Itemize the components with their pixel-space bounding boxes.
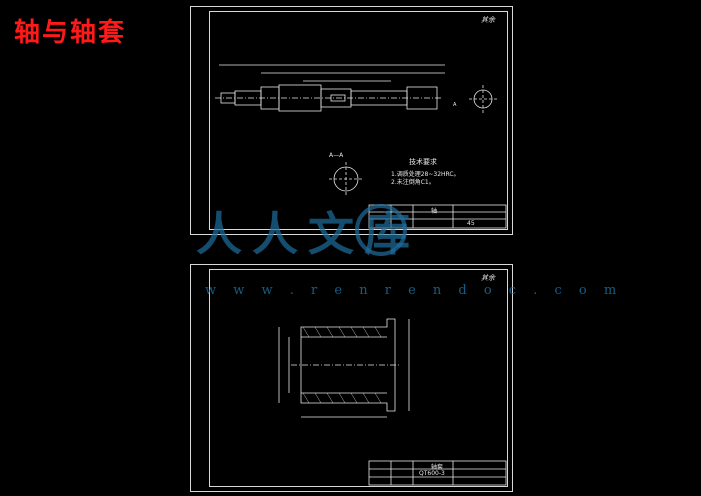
tech-requirement-1: 1.调质处理28~32HRC。 [391, 171, 460, 178]
watermark-url: w w w . r e n r e n d o c . c o m [205, 283, 623, 298]
svg-text:A: A [453, 102, 457, 108]
drawing-sheet-bushing[interactable]: 其余 轴套 QT600-3 [190, 264, 513, 492]
roughness-note: 其余 [481, 16, 495, 24]
title-block-cell-b: QT600-3 [419, 470, 445, 477]
section-label: A—A [329, 152, 344, 159]
page-title: 轴与轴套 [14, 18, 127, 48]
title-block-cell-a: 轴 [431, 208, 438, 215]
tech-requirements-title: 技术要求 [409, 158, 437, 166]
bushing-drawing [278, 318, 507, 486]
title-block-cell-b: 45 [467, 220, 475, 227]
tech-requirement-2: 2.未注倒角C1。 [391, 179, 435, 186]
drawing-frame [209, 269, 508, 487]
roughness-note: 其余 [481, 274, 495, 282]
title-block-cell-a: 轴套 [431, 464, 444, 471]
watermark-logo: 人人文库 [196, 207, 420, 261]
